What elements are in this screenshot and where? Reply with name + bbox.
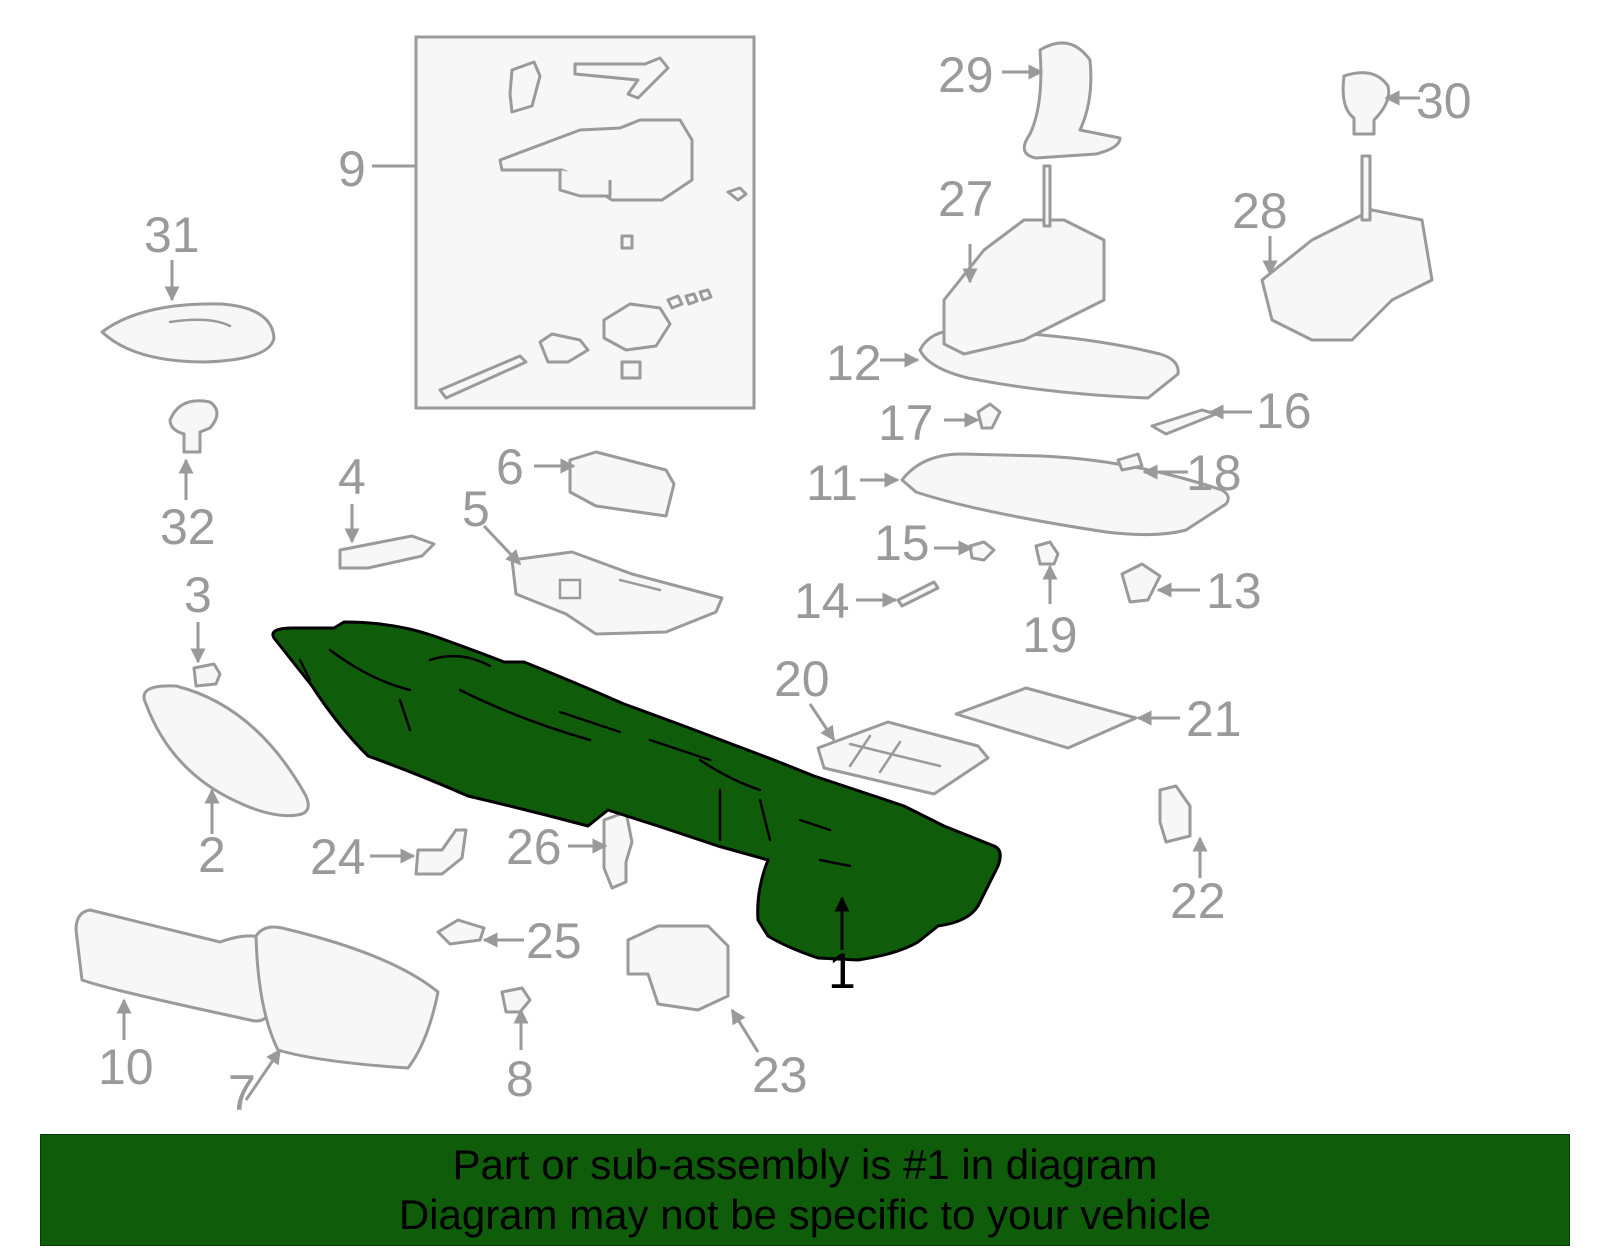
part-23-bracket[interactable] — [626, 924, 730, 1012]
part-4-door[interactable] — [338, 534, 436, 570]
callout-24[interactable]: 24 — [310, 829, 366, 885]
part-32-plug[interactable] — [168, 399, 219, 454]
part-26-connector[interactable] — [602, 810, 634, 890]
banner-line-1: Part or sub-assembly is #1 in diagram — [452, 1141, 1158, 1188]
part-25-clip[interactable] — [436, 918, 486, 946]
callout-17[interactable]: 17 — [878, 395, 934, 451]
part-31-cover[interactable] — [100, 302, 276, 364]
callout-25[interactable]: 25 — [526, 913, 582, 969]
callout-12[interactable]: 12 — [826, 335, 882, 391]
part-11-lid-inner[interactable] — [900, 452, 1230, 537]
callout-1[interactable]: 1 — [828, 943, 856, 999]
callout-10[interactable]: 10 — [98, 1039, 154, 1095]
callout-28[interactable]: 28 — [1232, 183, 1288, 239]
part-5-tray[interactable] — [510, 550, 724, 636]
callout-5[interactable]: 5 — [462, 481, 490, 537]
callout-7[interactable]: 7 — [228, 1065, 256, 1121]
callout-11[interactable]: 11 — [806, 455, 858, 511]
part-28-shifter[interactable] — [1260, 154, 1434, 342]
callout-23[interactable]: 23 — [752, 1047, 808, 1103]
part-9-shifter-kit-box[interactable] — [414, 35, 756, 410]
callout-3[interactable]: 3 — [184, 567, 212, 623]
callout-2[interactable]: 2 — [198, 827, 226, 883]
part-14-pin[interactable] — [896, 580, 940, 608]
callout-19[interactable]: 19 — [1022, 607, 1078, 663]
callout-30[interactable]: 30 — [1416, 73, 1472, 129]
part-7-trim-panel[interactable] — [254, 925, 440, 1070]
part-10-trim-panel[interactable] — [74, 908, 272, 1023]
callout-8[interactable]: 8 — [506, 1051, 534, 1107]
part-6-cup-holder[interactable] — [568, 450, 676, 518]
part-21-mat[interactable] — [954, 686, 1138, 750]
leader-lines — [116, 64, 1420, 1101]
notice-banner: Part or sub-assembly is #1 in diagram Di… — [40, 1134, 1570, 1246]
part-13-latch[interactable] — [1120, 562, 1162, 604]
callout-32[interactable]: 32 — [160, 499, 216, 555]
callout-16[interactable]: 16 — [1256, 383, 1312, 439]
part-22-vent[interactable] — [1158, 784, 1192, 844]
part-30-knob[interactable] — [1341, 71, 1391, 136]
part-24-bracket[interactable] — [414, 828, 468, 876]
callout-14[interactable]: 14 — [794, 573, 850, 629]
part-1-console-assembly[interactable] — [271, 620, 1002, 962]
callout-31[interactable]: 31 — [144, 207, 200, 263]
banner-line-2: Diagram may not be specific to your vehi… — [398, 1191, 1212, 1238]
part-17-clip[interactable] — [976, 402, 1002, 430]
part-3-clip[interactable] — [192, 662, 222, 688]
callout-26[interactable]: 26 — [506, 819, 562, 875]
part-15-screw[interactable] — [968, 540, 996, 562]
part-27-shifter[interactable] — [942, 164, 1106, 356]
callout-29[interactable]: 29 — [938, 47, 994, 103]
callout-18[interactable]: 18 — [1186, 445, 1242, 501]
callout-21[interactable]: 21 — [1186, 691, 1242, 747]
part-20-mat[interactable] — [816, 720, 990, 796]
callout-20[interactable]: 20 — [774, 651, 830, 707]
part-2-side-panel[interactable] — [142, 684, 310, 818]
callout-4[interactable]: 4 — [338, 449, 366, 505]
part-18-clip[interactable] — [1116, 452, 1144, 472]
callout-6[interactable]: 6 — [496, 439, 524, 495]
part-29-boot[interactable] — [1022, 41, 1122, 160]
callout-13[interactable]: 13 — [1206, 563, 1262, 619]
callout-15[interactable]: 15 — [874, 515, 930, 571]
callout-labels: 1 2 3 4 5 6 7 8 9 10 11 12 13 14 15 16 1… — [98, 47, 1472, 1121]
callout-22[interactable]: 22 — [1170, 873, 1226, 929]
part-8-clip[interactable] — [500, 986, 532, 1014]
part-19-clip[interactable] — [1034, 540, 1060, 566]
callout-27[interactable]: 27 — [938, 171, 994, 227]
callout-9[interactable]: 9 — [338, 141, 366, 197]
part-16-strap[interactable] — [1150, 408, 1218, 436]
